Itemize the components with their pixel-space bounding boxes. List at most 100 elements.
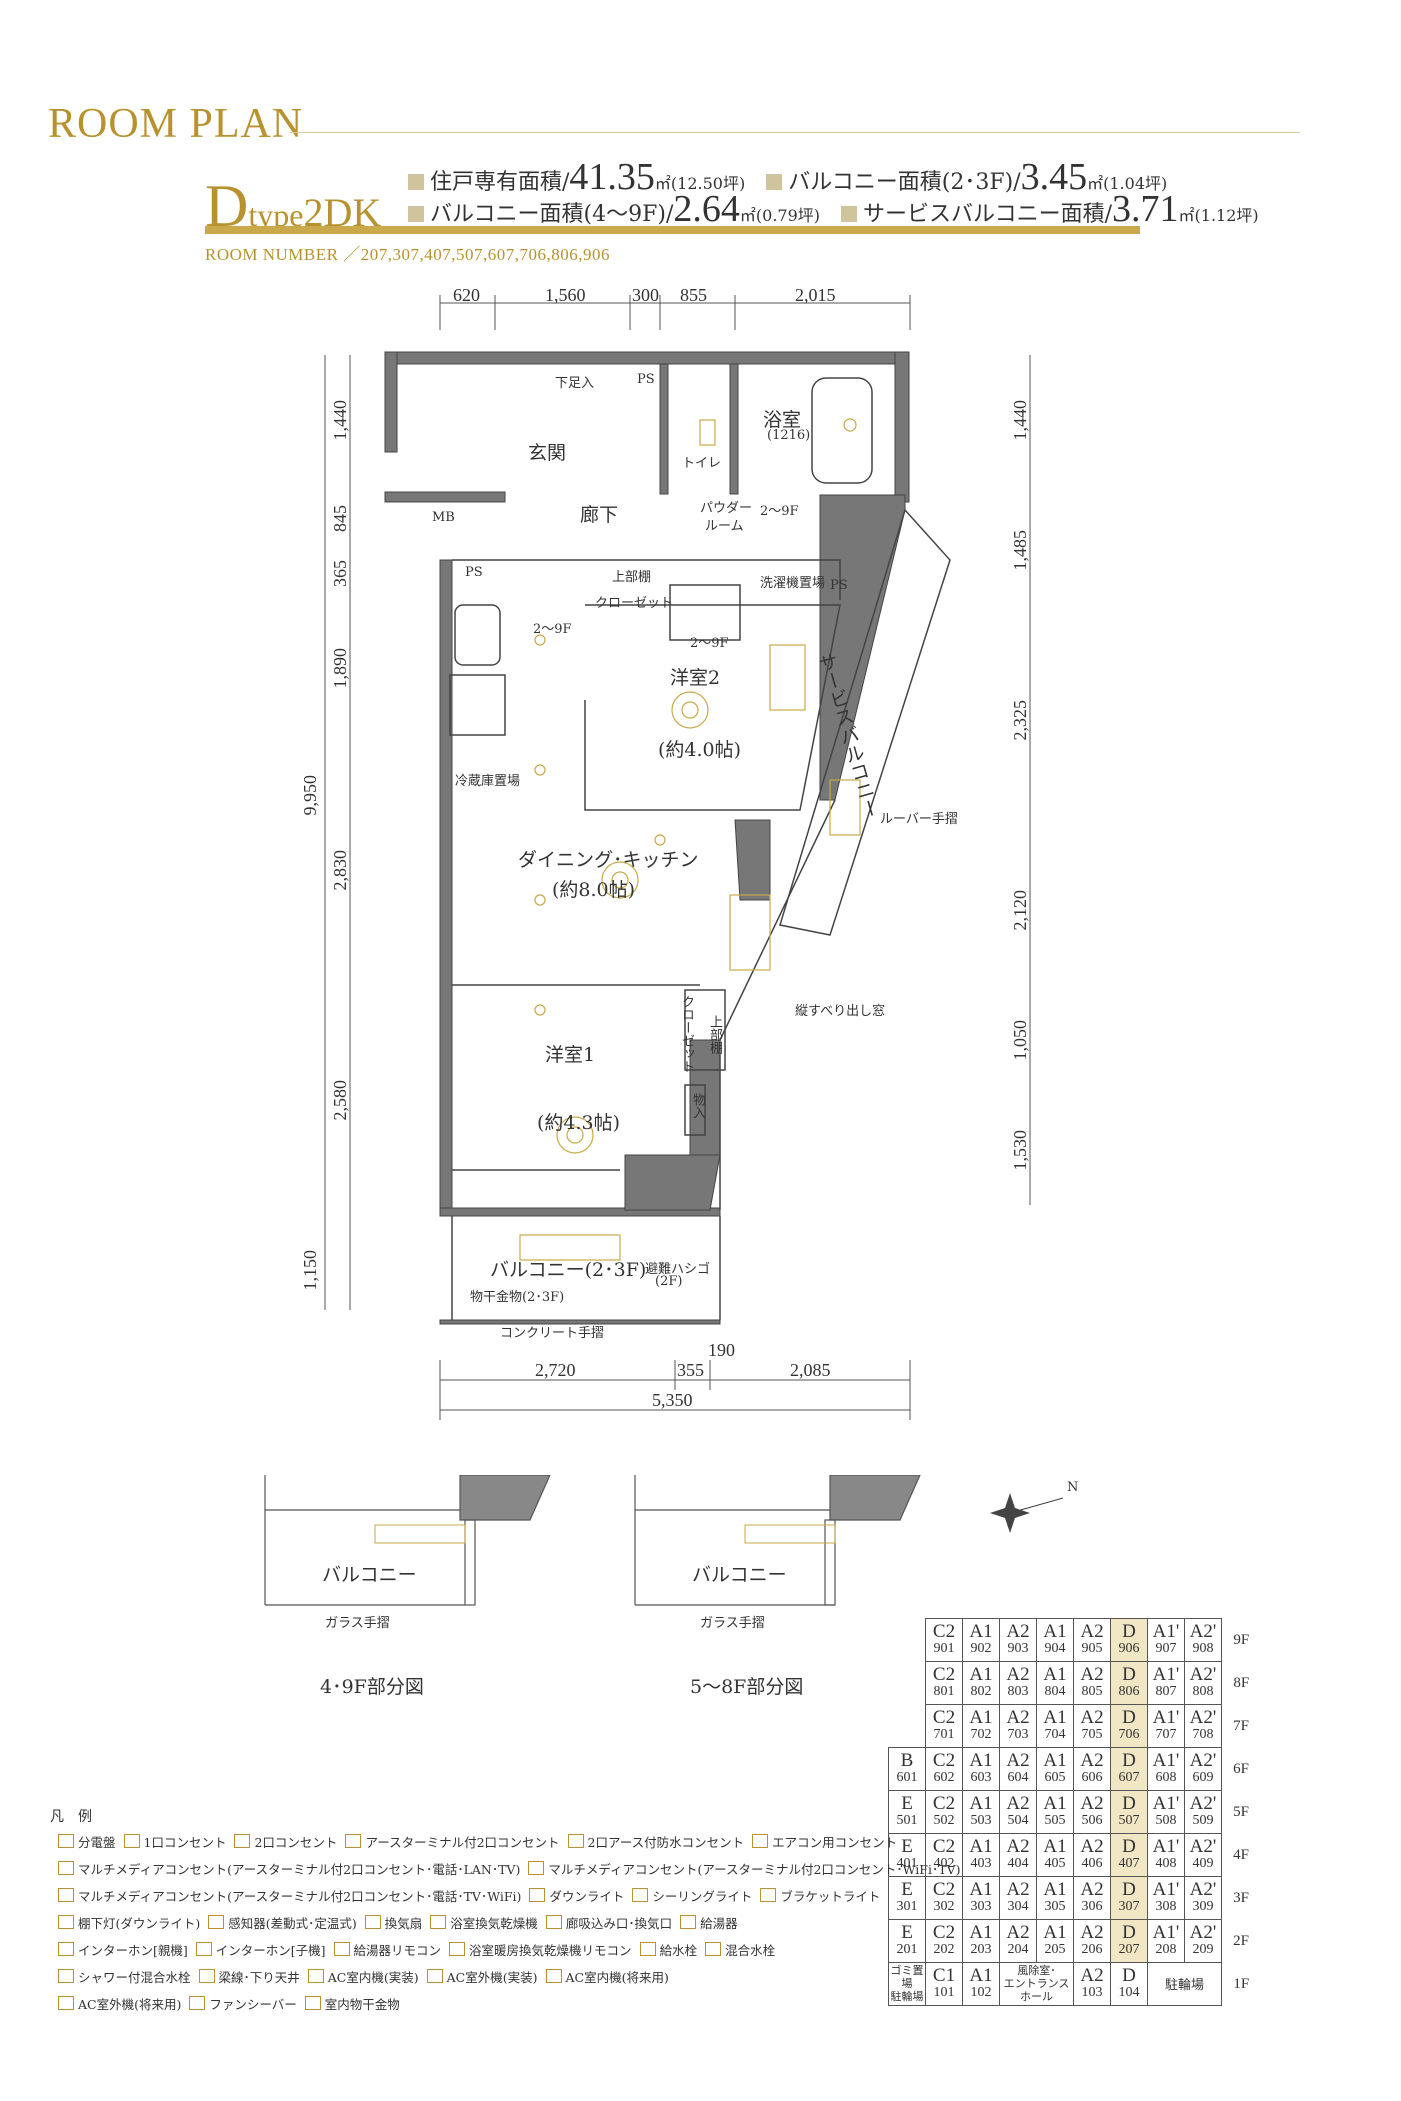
unit-number: 907 xyxy=(1155,1641,1177,1656)
unit-cell: A2'808 xyxy=(1184,1661,1222,1705)
unit-cell: A2'509 xyxy=(1184,1790,1222,1834)
unit-number: 804 xyxy=(1044,1684,1066,1699)
unit-type: A2 xyxy=(1006,1922,1030,1943)
unit-cell: A2'309 xyxy=(1184,1876,1222,1920)
unit-type: A1 xyxy=(969,1836,993,1857)
legend-symbol-icon xyxy=(189,1996,206,2010)
legend-symbol-icon xyxy=(234,1834,251,1848)
unit-number: 902 xyxy=(970,1641,992,1656)
room-powder-2: ルーム xyxy=(705,519,744,534)
unit-cell: A2'708 xyxy=(1184,1704,1222,1748)
room-ps-2: PS xyxy=(465,565,483,580)
legend-item: シーリングライト xyxy=(652,1889,753,1904)
spec-value: 2.64 xyxy=(673,188,740,230)
unit-number: 703 xyxy=(1007,1727,1029,1742)
floor-label: 4F xyxy=(1233,1846,1249,1863)
legend-symbol-icon xyxy=(333,1942,350,1956)
legend-title: 凡 例 xyxy=(50,1809,92,1825)
room-storage: 物入 xyxy=(690,1093,705,1119)
unit-number: 802 xyxy=(970,1684,992,1699)
room-bath: 浴室 xyxy=(763,409,802,431)
legend-symbol-icon xyxy=(58,1915,74,1929)
unit-number: 701 xyxy=(933,1727,955,1742)
unit-type: A1' xyxy=(1152,1793,1180,1814)
legend-symbol-icon xyxy=(430,1915,447,1929)
unit-type: A2' xyxy=(1189,1922,1217,1943)
dim-right-6: 1,530 xyxy=(1010,1130,1030,1171)
floor-label: 5F xyxy=(1233,1803,1249,1820)
unit-number: 507 xyxy=(1118,1813,1140,1828)
unit-type: C2 xyxy=(932,1664,956,1685)
unit-number: 304 xyxy=(1007,1899,1029,1914)
unit-number: 601 xyxy=(896,1770,918,1785)
legend-symbol-icon xyxy=(545,1915,562,1929)
unit-type: C2 xyxy=(932,1707,956,1728)
unit-number: 607 xyxy=(1118,1770,1140,1785)
unit-type: D xyxy=(1122,1793,1136,1814)
unit-type: A1' xyxy=(1152,1707,1180,1728)
unit-type: A1 xyxy=(969,1664,993,1685)
spec-line-1: 住戸専有面積/41.35㎡(12.50坪) バルコニー面積(2･3F)/3.45… xyxy=(408,158,1167,199)
entrance-hall-cell: 風除室･エントランスホール xyxy=(999,1962,1074,2006)
unit-number: 505 xyxy=(1044,1813,1066,1828)
room-closet-1: クローゼット xyxy=(595,596,674,611)
unit-number: 306 xyxy=(1081,1899,1103,1914)
unit-number: 404 xyxy=(1007,1856,1029,1871)
legend-symbol-icon xyxy=(195,1942,212,1956)
unit-type: A2' xyxy=(1189,1750,1217,1771)
room-window: 縦すべり出し窓 xyxy=(795,1004,886,1019)
unit-type: A1 xyxy=(1043,1793,1067,1814)
unit-type: A2 xyxy=(1006,1664,1030,1685)
dim-top-4: 855 xyxy=(680,285,707,305)
legend-symbol-icon xyxy=(705,1942,722,1956)
unit-type: D xyxy=(1122,1664,1136,1685)
legend-item: 混合水栓 xyxy=(725,1943,776,1958)
unit-type: A1 xyxy=(969,1707,993,1728)
unit-type: E xyxy=(901,1793,913,1814)
unit-number: 606 xyxy=(1081,1770,1103,1785)
legend-item: マルチメディアコンセント(アースターミナル付2口コンセント･電話･TV･WiFi… xyxy=(78,1889,522,1904)
room-western-1-size: (約4.3帖) xyxy=(537,1112,621,1134)
unit-number: 908 xyxy=(1192,1641,1214,1656)
floor-plan xyxy=(324,295,1031,1420)
legend-row: 棚下灯(ダウンライト)感知器(差動式･定温式)換気扇浴室換気乾燥機廊吸込み口･換… xyxy=(50,1913,870,1940)
dim-bottom-total: 5,350 xyxy=(652,1390,693,1410)
legend-item: 2口アース付防水コンセント xyxy=(587,1835,745,1850)
unit-type: A2 xyxy=(1080,1793,1104,1814)
room-louver: ルーバー手摺 xyxy=(880,812,958,827)
room-toilet: トイレ xyxy=(682,456,722,471)
unit-type: C2 xyxy=(932,1621,956,1642)
unit-cell: A2'609 xyxy=(1184,1747,1222,1791)
unit-type: E xyxy=(901,1836,913,1857)
unit-number: 502 xyxy=(933,1813,955,1828)
unit-cell: A1'807 xyxy=(1147,1661,1185,1705)
unit-cell: A1'308 xyxy=(1147,1876,1185,1920)
unit-type: C2 xyxy=(932,1922,956,1943)
dim-right-5: 1,050 xyxy=(1010,1020,1030,1061)
unit-type: A1' xyxy=(1152,1879,1180,1900)
unit-number: 401 xyxy=(896,1856,918,1871)
dim-top-2: 1,560 xyxy=(545,285,586,305)
legend-item: アースターミナル付2口コンセント xyxy=(365,1835,560,1850)
room-bath-size: (1216) xyxy=(767,428,811,443)
legend-symbol-icon xyxy=(58,1888,74,1902)
unit-number: 803 xyxy=(1007,1684,1029,1699)
spec-unit: ㎡(12.50坪) xyxy=(654,174,746,193)
unit-number: 409 xyxy=(1192,1856,1214,1871)
